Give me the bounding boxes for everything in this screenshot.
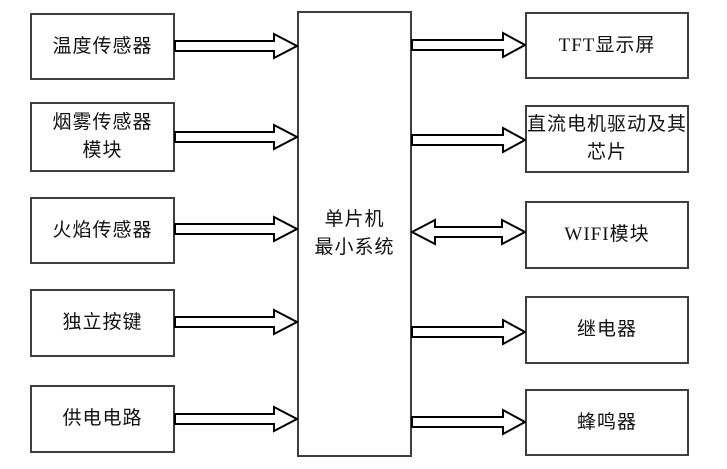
node-smoke-sensor-module: 烟雾传感器 模块 bbox=[30, 102, 175, 172]
arrow-mcu-wifi-bidirectional bbox=[411, 218, 526, 246]
node-relay: 继电器 bbox=[525, 296, 689, 364]
node-buzzer: 蜂鸣器 bbox=[525, 389, 689, 456]
arrow-keys-to-mcu bbox=[174, 308, 298, 336]
arrow-temperature-to-mcu bbox=[174, 32, 298, 60]
arrow-smoke-to-mcu bbox=[174, 123, 298, 151]
arrow-mcu-to-buzzer bbox=[411, 408, 526, 436]
node-power-supply-circuit: 供电电路 bbox=[30, 385, 175, 453]
arrow-flame-to-mcu bbox=[174, 215, 298, 243]
node-dc-motor-driver-chip: 直流电机驱动及其 芯片 bbox=[525, 105, 689, 173]
arrow-mcu-to-relay bbox=[411, 318, 526, 346]
arrow-mcu-to-tft bbox=[411, 31, 526, 59]
arrow-mcu-to-motor bbox=[411, 126, 526, 154]
node-temperature-sensor: 温度传感器 bbox=[30, 13, 175, 80]
node-flame-sensor: 火焰传感器 bbox=[30, 197, 175, 264]
arrow-power-to-mcu bbox=[174, 405, 298, 433]
node-wifi-module: WIFI模块 bbox=[525, 201, 689, 269]
node-tft-display: TFT显示屏 bbox=[525, 12, 689, 79]
node-independent-keys: 独立按键 bbox=[30, 289, 175, 357]
node-mcu-minimum-system: 单片机 最小系统 bbox=[297, 11, 412, 457]
